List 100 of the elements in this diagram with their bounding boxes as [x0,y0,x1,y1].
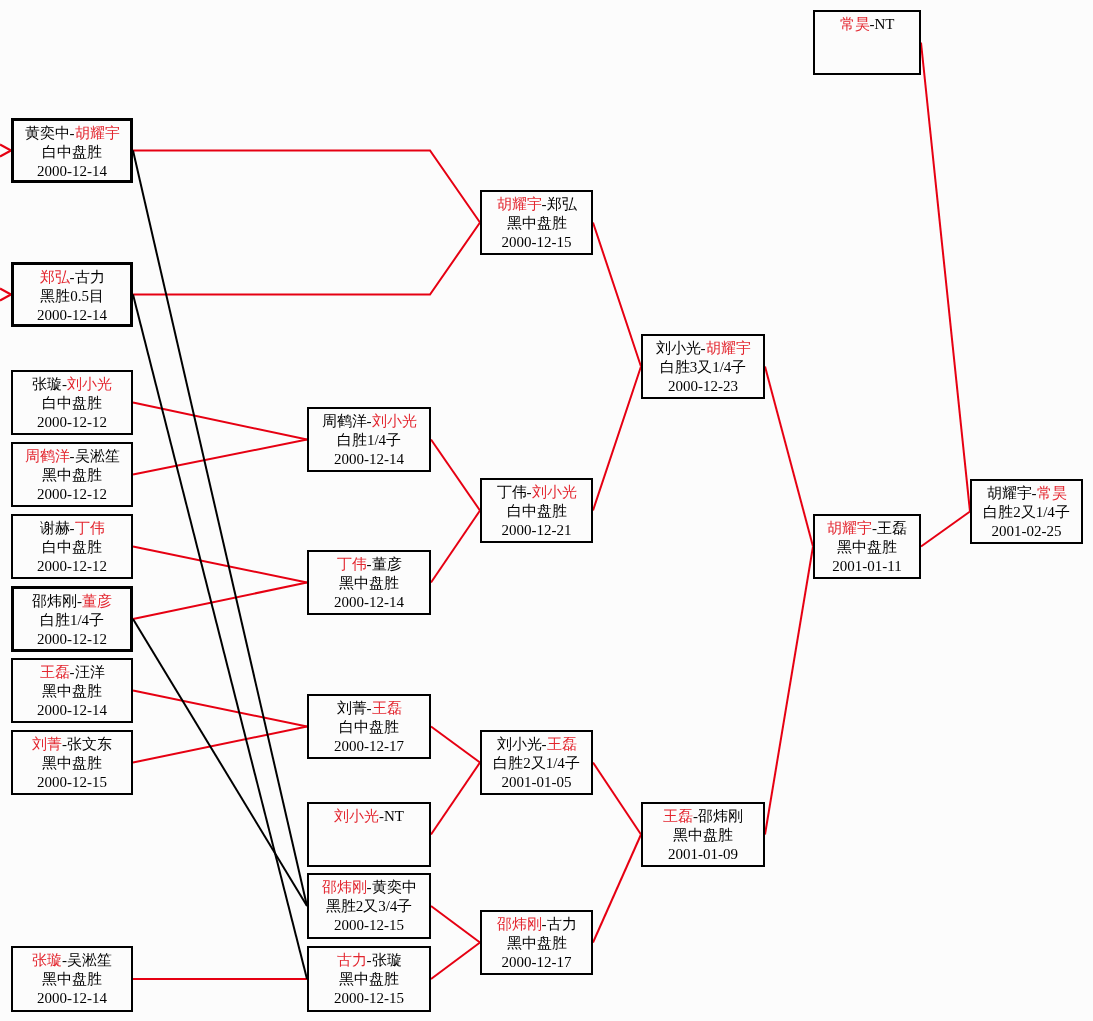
match-box [970,479,1083,544]
date-text: 2000-12-15 [37,774,107,790]
result-text: 白胜3又1/4子 [659,359,747,375]
date-text: 2000-12-14 [37,702,107,718]
player-names: 丁伟-董彦 [336,556,402,572]
match-box [11,730,133,795]
result-text: 黑胜0.5目 [40,288,104,304]
connector-line [592,761,642,836]
result-text: 黑中盘胜 [673,827,733,843]
date-text: 2000-12-12 [37,414,107,430]
result-text: 白胜2又1/4子 [493,755,580,771]
match-box [641,802,765,867]
match-box [480,730,593,795]
date-text: 2000-12-14 [334,594,404,610]
match-box [11,514,133,579]
result-text: 黑中盘胜 [837,539,897,555]
player-names: 刘小光-NT [334,808,404,824]
result-text: 白中盘胜 [42,395,102,411]
connector-line [0,149,12,158]
player-names: 刘小光-胡耀宇 [655,340,751,356]
date-text: 2000-12-12 [37,558,107,574]
player-names: 邵炜刚-黄奕中 [321,879,417,895]
result-text: 黑中盘胜 [339,575,399,591]
player-names: 王磊-汪洋 [39,664,105,680]
player-names: 郑弘-古力 [39,269,105,285]
match-box [480,478,593,543]
match-box [480,190,593,255]
match-box [11,370,133,435]
connector-line [132,438,308,476]
connector-line [430,905,481,944]
date-text: 2000-12-12 [37,486,107,502]
player-names: 胡耀宇-郑弘 [496,196,577,212]
match-box [11,262,133,327]
result-text: 白胜1/4子 [336,432,402,448]
match-box [813,514,921,579]
result-text: 白中盘胜 [339,719,399,735]
result-text: 白胜2又1/4子 [983,504,1070,520]
date-text: 2000-12-14 [37,990,107,1006]
date-text: 2000-12-12 [37,631,107,647]
connector-line [132,221,481,296]
connector-line [0,143,12,152]
connector-line [132,725,308,764]
result-text: 黑中盘胜 [506,215,567,231]
connector-line [920,41,971,513]
connector-line [132,149,481,224]
result-text: 黑中盘胜 [506,935,567,951]
connector-line [430,438,481,512]
match-box [307,694,431,759]
result-text: 白中盘胜 [42,539,102,555]
result-text: 黑中盘胜 [42,971,102,987]
result-text: 白中盘胜 [42,144,102,160]
connector-line [592,833,642,944]
date-text: 2000-12-23 [668,378,738,394]
date-text: 2001-01-09 [668,846,738,862]
connector-line [132,618,308,907]
match-box [11,442,133,507]
match-box [813,10,921,75]
result-text: 白中盘胜 [506,503,567,519]
connector-line [592,221,642,368]
match-box [307,946,431,1012]
player-names: 周鹤洋-吴淞笙 [24,448,120,464]
match-box [480,910,593,975]
result-text: 黑中盘胜 [42,683,102,699]
match-box [307,550,431,615]
date-text: 2000-12-17 [501,954,572,970]
result-text: 黑中盘胜 [42,467,102,483]
player-names: 胡耀宇-王磊 [827,520,907,536]
result-text: 白胜1/4子 [39,612,105,628]
connector-line [132,689,308,728]
date-text: 2000-12-21 [501,522,572,538]
date-text: 2001-01-05 [501,774,572,790]
match-box [11,946,133,1012]
result-text: 黑中盘胜 [42,755,102,771]
date-text: 2000-12-14 [37,307,107,323]
player-names: 丁伟-刘小光 [496,484,577,500]
connector-line [430,761,481,836]
player-names: 王磊-邵炜刚 [663,808,743,824]
player-names: 张璇-吴淞笙 [32,952,112,968]
connector-line [430,941,481,980]
result-text: 黑胜2又3/4子 [325,898,413,914]
connector-line [592,365,642,512]
match-box [641,334,765,399]
player-names: 刘菁-王磊 [336,700,402,716]
connector-line [764,545,814,836]
connector-line [132,545,308,584]
match-box [307,873,431,939]
player-names: 刘菁-张文东 [32,736,112,752]
player-names: 张璇-刘小光 [32,376,112,392]
connector-line [132,978,308,980]
player-names: 邵炜刚-董彦 [32,593,112,609]
connector-line [132,401,308,441]
date-text: 2000-12-15 [334,917,404,933]
connector-line [132,293,308,980]
match-box [307,407,431,472]
player-names: 常昊-NT [839,16,895,32]
date-text: 2000-12-15 [501,234,572,250]
date-text: 2001-01-11 [832,558,902,574]
match-box [11,118,133,183]
connector-line [764,365,814,548]
player-names: 胡耀宇-常昊 [986,485,1067,501]
